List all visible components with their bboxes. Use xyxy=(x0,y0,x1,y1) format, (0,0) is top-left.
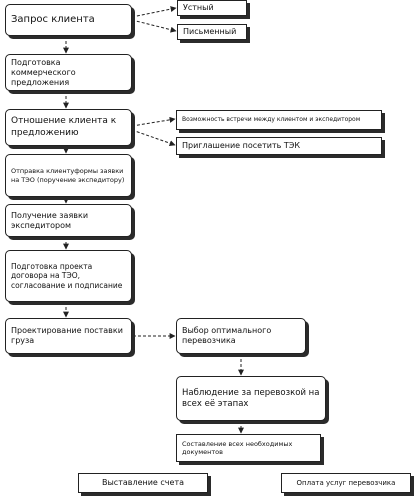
node-written-label: Письменный xyxy=(183,27,237,36)
node-prep-offer: Подготовка коммерческого предложения xyxy=(5,54,132,91)
node-contract: Подготовка проекта договора на ТЭО, согл… xyxy=(5,250,132,302)
node-invoice-label: Выставление счета xyxy=(101,478,185,487)
node-request: Запрос клиента xyxy=(5,4,132,36)
arrow-attitude-meeting xyxy=(131,116,176,127)
node-receive-request-label: Получение заявки экспедитором xyxy=(11,210,89,230)
node-choose-carrier: Выбор оптимального перевозчика xyxy=(176,318,306,354)
arrow-request-oral xyxy=(131,6,177,18)
node-invite-label: Приглашение посетить ТЭК xyxy=(182,141,301,150)
node-contract-label: Подготовка проекта договора на ТЭО, согл… xyxy=(11,261,123,290)
arrow-request-written xyxy=(131,19,177,33)
node-attitude-label: Отношение клиента к предложению xyxy=(11,116,117,138)
node-receive-request: Получение заявки экспедитором xyxy=(5,204,132,237)
node-request-label: Запрос клиента xyxy=(11,13,95,25)
node-payment: Оплата услуг перевозчика xyxy=(281,473,411,493)
node-invite: Приглашение посетить ТЭК xyxy=(176,137,382,155)
node-invoice: Выставление счета xyxy=(78,473,208,493)
node-monitoring: Наблюдение за перевозкой на всех её этап… xyxy=(176,376,326,421)
node-choose-carrier-label: Выбор оптимального перевозчика xyxy=(182,326,272,345)
arrow-attitude-invite xyxy=(131,129,176,147)
node-payment-label: Оплата услуг перевозчика xyxy=(296,478,396,487)
node-documents: Составление всех необходимых документов xyxy=(176,434,321,462)
node-meeting-label: Возможность встречи между клиентом и экс… xyxy=(182,116,361,124)
node-monitoring-label: Наблюдение за перевозкой на всех её этап… xyxy=(182,387,320,409)
node-attitude: Отношение клиента к предложению xyxy=(5,109,132,146)
node-oral-label: Устный xyxy=(183,3,214,12)
node-planning: Проектирование поставки груза xyxy=(5,318,132,354)
node-oral: Устный xyxy=(177,0,247,16)
node-send-request-label: Отправка клиентуформы заявки на ТЭО (пор… xyxy=(11,167,125,184)
node-meeting: Возможность встречи между клиентом и экс… xyxy=(176,110,382,130)
node-documents-label: Составление всех необходимых документов xyxy=(182,439,293,456)
node-planning-label: Проектирование поставки груза xyxy=(11,326,123,345)
node-prep-offer-label: Подготовка коммерческого предложения xyxy=(11,57,76,87)
node-written: Письменный xyxy=(177,24,247,40)
node-send-request: Отправка клиентуформы заявки на ТЭО (пор… xyxy=(5,154,132,197)
